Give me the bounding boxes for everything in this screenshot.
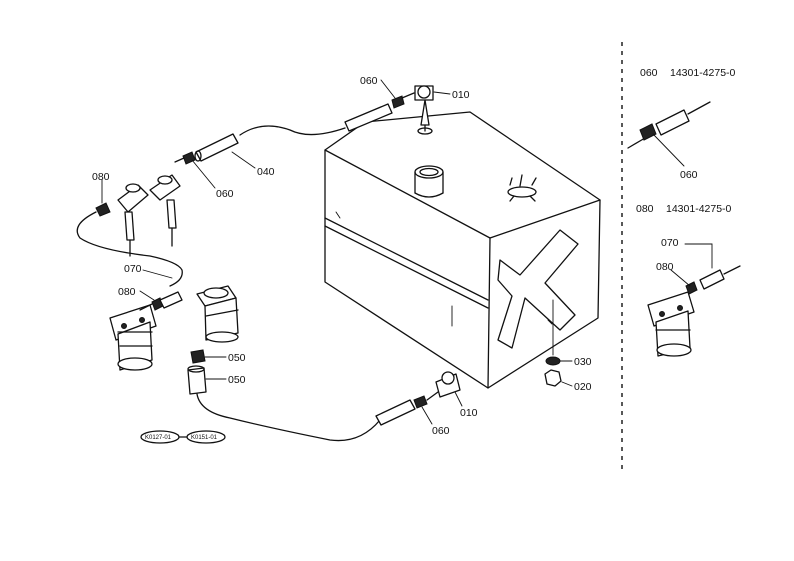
bottom-hose [375, 399, 416, 426]
bottom-clamp-060 [413, 395, 428, 409]
bottom-fitting-010 [426, 371, 461, 401]
fuel-filter [196, 285, 239, 343]
pump-hose-070 [139, 291, 183, 311]
callout-010-top: 010 [452, 89, 470, 101]
top-clamp-060 [391, 92, 415, 109]
injection-pump [109, 304, 157, 371]
drain-plug-020 [544, 369, 562, 387]
side-bracket [497, 229, 579, 349]
callout-060-mid: 060 [216, 188, 234, 200]
callout-050b: 050 [228, 374, 246, 386]
callout-labels: 010 060 040 060 080 070 080 050 050 030 … [92, 75, 592, 437]
detail-pump-assembly: 070 080 [647, 237, 741, 357]
clamp-080-injector [95, 202, 111, 217]
filter-fitting-050 [190, 349, 206, 364]
part-number-060: 14301-4275-0 [670, 67, 736, 79]
parts-list: 060 14301-4275-0 080 14301-4275-0 [636, 67, 736, 215]
ref-tag-2-outline [186, 430, 226, 444]
callout-030: 030 [574, 356, 592, 368]
callout-080-left: 080 [92, 171, 110, 183]
hose-040 [194, 133, 239, 162]
part-key-080: 080 [636, 203, 654, 215]
filter-hose-050 [187, 365, 207, 395]
return-line-top [239, 125, 346, 136]
part-key-060: 060 [640, 67, 658, 79]
top-hose [344, 103, 393, 132]
reference-tags: K0127-01 K0151-01 [140, 430, 226, 444]
callout-020: 020 [574, 381, 592, 393]
injector-left [117, 183, 149, 257]
detail-callout-070: 070 [661, 237, 679, 249]
fuel-tank [324, 111, 601, 389]
ref-tag-1: K0127-01 [145, 435, 172, 441]
top-fitting-010 [414, 85, 434, 132]
clamp-060-mid [174, 151, 196, 165]
detail-callout-080: 080 [656, 261, 674, 273]
detail-callout-060: 060 [680, 169, 698, 181]
filler-neck [414, 165, 444, 198]
callout-040: 040 [257, 166, 275, 178]
ref-tag-2: K0151-01 [191, 435, 218, 441]
injector-right [149, 174, 181, 247]
callout-050a: 050 [228, 352, 246, 364]
callout-060-bottom: 060 [432, 425, 450, 437]
leader-lines [101, 79, 573, 425]
gauge-sender [507, 174, 537, 202]
detail-clamp-060: 060 [627, 101, 711, 181]
drain-washer-030 [545, 356, 561, 366]
callout-060-top: 060 [360, 75, 378, 87]
callout-070-left: 070 [124, 263, 142, 275]
feed-line-bottom [196, 393, 381, 442]
callout-010-bottom: 010 [460, 407, 478, 419]
part-number-080: 14301-4275-0 [666, 203, 732, 215]
callout-080-pump: 080 [118, 286, 136, 298]
injector-return-loop [76, 211, 183, 287]
